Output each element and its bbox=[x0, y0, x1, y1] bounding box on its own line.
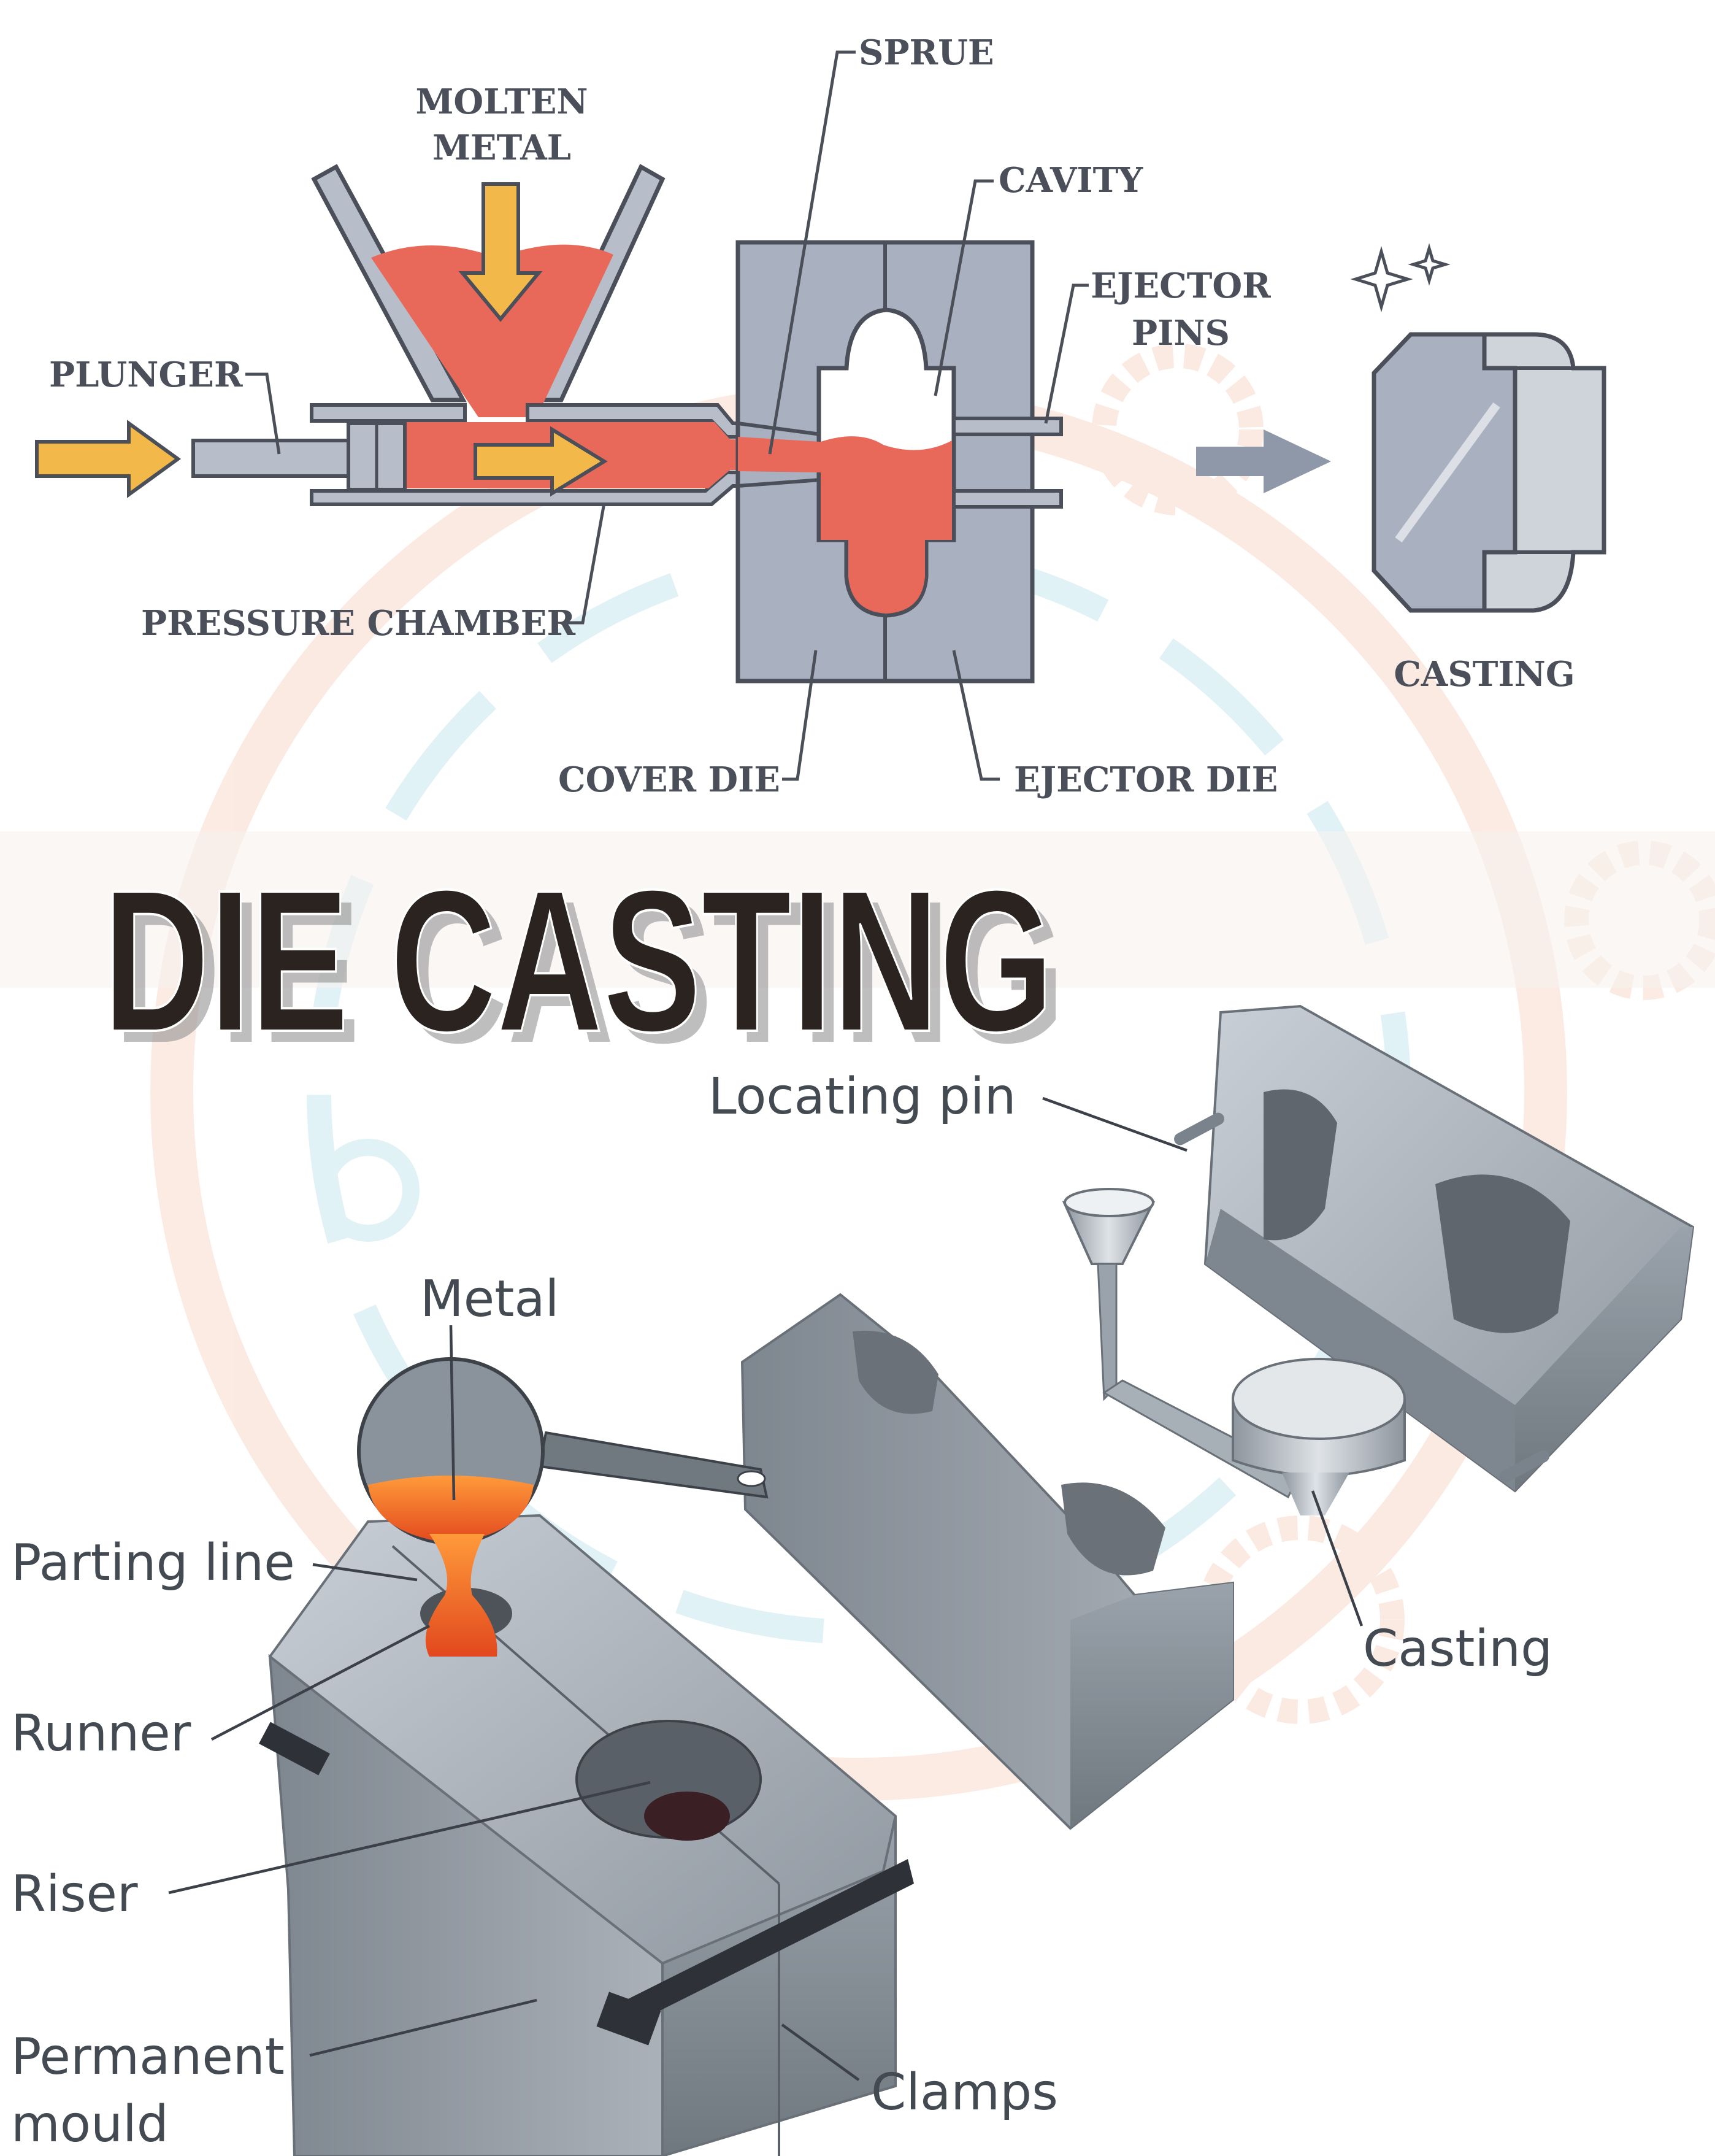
permanent-mould-leader bbox=[309, 1998, 537, 2057]
label-casting-bottom: Casting bbox=[1363, 1620, 1552, 1678]
label-parting-line: Parting line bbox=[11, 1534, 295, 1592]
ejector-die-leader bbox=[952, 650, 1000, 781]
label-ejector-die: EJECTOR DIE bbox=[1014, 760, 1278, 800]
ejector-pin-lower bbox=[952, 489, 1063, 509]
label-runner: Runner bbox=[11, 1704, 191, 1763]
casting-part bbox=[1372, 332, 1606, 613]
label-pressure-chamber: PRESSURE CHAMBER bbox=[141, 603, 575, 644]
casting-leader bbox=[1311, 1490, 1364, 1627]
label-locating-pin: Locating pin bbox=[708, 1068, 1016, 1126]
label-sprue: SPRUE bbox=[859, 33, 994, 73]
result-arrow-icon bbox=[1196, 429, 1331, 493]
plunger-leader bbox=[245, 372, 281, 455]
locating-pin-lower bbox=[1499, 1450, 1549, 1483]
label-permanent-mould-line1: Permanent bbox=[11, 2028, 285, 2086]
label-ejector-pins-line2: PINS bbox=[1132, 313, 1230, 353]
sparkle-icon bbox=[1350, 245, 1413, 313]
mould-half-back bbox=[1174, 1004, 1695, 1493]
flow-arrow-icon bbox=[474, 426, 608, 497]
clamp-band bbox=[613, 1859, 914, 2031]
label-clamps: Clamps bbox=[871, 2063, 1058, 2122]
push-arrow-icon bbox=[35, 420, 182, 498]
main-title-shadow: DIE CASTING bbox=[114, 858, 1065, 1085]
pressure-chamber-leader bbox=[564, 502, 606, 625]
cover-die-leader bbox=[782, 650, 818, 781]
label-molten-metal-line1: MOLTEN bbox=[415, 82, 588, 122]
mould-half-middle bbox=[740, 1293, 1234, 1830]
label-ejector-pins-line1: EJECTOR bbox=[1091, 266, 1271, 306]
ladle bbox=[357, 1357, 769, 1657]
ladle-handle bbox=[538, 1431, 769, 1499]
label-riser: Riser bbox=[11, 1865, 138, 1923]
clamp-right bbox=[596, 1992, 661, 2046]
bottom-illustration: Locating pin Metal Parting line Runner R… bbox=[11, 1004, 1695, 2156]
pour-arrow-icon bbox=[458, 182, 543, 322]
label-cover-die: COVER DIE bbox=[558, 760, 780, 800]
main-title: DIE CASTING bbox=[103, 847, 1054, 1074]
label-cavity: CAVITY bbox=[999, 160, 1143, 201]
locating-pin-upper bbox=[1174, 1112, 1224, 1145]
cavity-leader bbox=[934, 179, 994, 396]
plunger-rod bbox=[191, 439, 351, 478]
label-molten-metal-line2: METAL bbox=[432, 128, 571, 168]
clamps-leader bbox=[781, 2023, 860, 2081]
parting-line-leader bbox=[312, 1563, 418, 1582]
label-plunger: PLUNGER bbox=[49, 355, 243, 395]
main-title-group: DIE CASTING DIE CASTING bbox=[102, 846, 1065, 1085]
metal-pour-stream bbox=[425, 1534, 497, 1657]
molten-metal-cavity bbox=[821, 436, 952, 614]
label-casting-top: CASTING bbox=[1394, 654, 1575, 695]
casting-assembly bbox=[1062, 1188, 1406, 1515]
sparkle-small-icon bbox=[1408, 243, 1451, 286]
ladle-metal bbox=[368, 1476, 534, 1543]
ejector-pin-upper bbox=[952, 417, 1063, 436]
top-schematic: SPRUE MOLTEN METAL CAVITY EJECTOR PINS P… bbox=[35, 33, 1606, 800]
permanent-mould-front bbox=[259, 1514, 914, 2156]
title-band bbox=[0, 831, 1715, 988]
label-permanent-mould-line2: mould bbox=[11, 2095, 169, 2154]
label-metal: Metal bbox=[420, 1270, 559, 1328]
ejector-pins-leader bbox=[1044, 283, 1089, 424]
clamp-left bbox=[259, 1722, 330, 1776]
metal-leader bbox=[449, 1325, 456, 1501]
runner-leader bbox=[210, 1625, 431, 1741]
chamber-top-left bbox=[310, 403, 467, 423]
locating-pin-leader bbox=[1042, 1096, 1187, 1152]
molten-metal-funnel bbox=[371, 244, 613, 417]
sprue-leader bbox=[768, 50, 856, 455]
riser-leader bbox=[168, 1781, 651, 1895]
